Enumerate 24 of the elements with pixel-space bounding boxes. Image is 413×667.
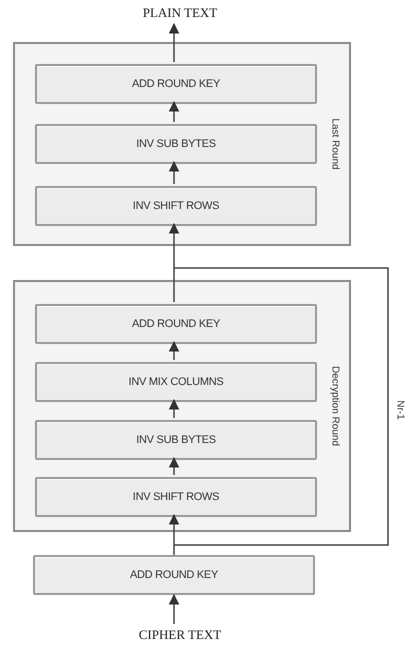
io-label: PLAIN TEXT <box>120 2 240 24</box>
arrow <box>168 594 180 624</box>
arrow <box>168 340 180 360</box>
step-box: INV SUB BYTES <box>35 124 317 164</box>
arrow <box>168 456 180 475</box>
round-label: Last Round <box>328 118 342 170</box>
io-label: CIPHER TEXT <box>115 624 245 646</box>
arrow <box>168 222 180 302</box>
repeat-count-label: Nr-1 <box>394 400 406 420</box>
step-box: ADD ROUND KEY <box>35 304 317 344</box>
round-group <box>13 280 351 532</box>
step-box: INV SHIFT ROWS <box>35 477 317 517</box>
round-label: Decryption Round <box>328 366 342 446</box>
round-group <box>13 42 351 246</box>
arrow <box>168 514 180 555</box>
step-box: INV SUB BYTES <box>35 420 317 460</box>
arrow <box>168 100 180 122</box>
step-box: INV MIX COLUMNS <box>35 362 317 402</box>
step-box: INV SHIFT ROWS <box>35 186 317 226</box>
step-box: ADD ROUND KEY <box>35 64 317 104</box>
arrow <box>168 398 180 418</box>
arrow <box>168 160 180 184</box>
arrow <box>168 22 180 62</box>
step-box: ADD ROUND KEY <box>33 555 315 595</box>
